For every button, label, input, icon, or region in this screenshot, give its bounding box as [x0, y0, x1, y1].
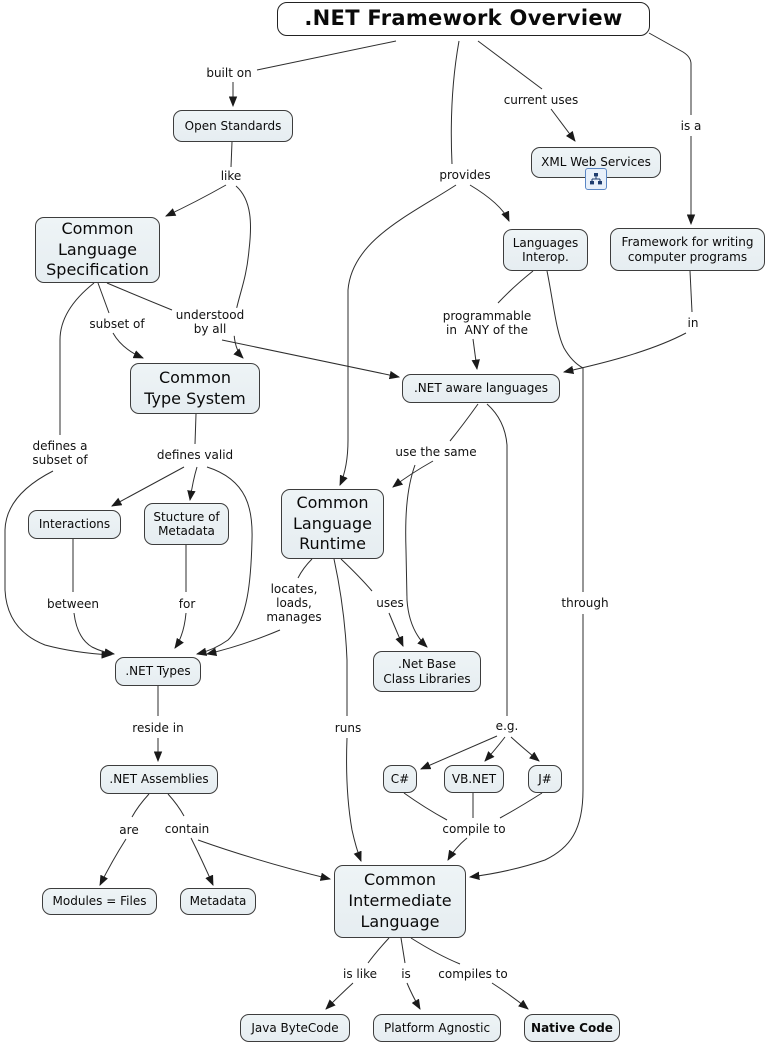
- node-label: Common Type System: [144, 367, 246, 408]
- node-vbnet[interactable]: VB.NET: [444, 765, 504, 793]
- node-label: Common Language Specification: [46, 218, 149, 280]
- node-common-language-specification[interactable]: Common Language Specification: [35, 217, 160, 283]
- node-label: Framework for writing computer programs: [621, 235, 754, 264]
- link-label-built-on[interactable]: built on: [204, 65, 254, 81]
- link-label-are[interactable]: are: [117, 822, 141, 838]
- node-label: J#: [538, 771, 552, 786]
- link-label-reside-in[interactable]: reside in: [130, 720, 186, 736]
- link-label-locates-loads-manages[interactable]: locates, loads, manages: [264, 581, 324, 625]
- title-text: .NET Framework Overview: [304, 6, 623, 31]
- node-label: Languages Interop.: [512, 235, 579, 264]
- node-metadata[interactable]: Metadata: [180, 888, 256, 915]
- node-csharp[interactable]: C#: [383, 765, 417, 793]
- node-label: VB.NET: [451, 771, 497, 786]
- node-label: .NET Assemblies: [109, 772, 209, 787]
- node-label: C#: [390, 771, 410, 786]
- link-label-like[interactable]: like: [218, 168, 244, 184]
- sitemap-icon: [585, 168, 607, 190]
- node-net-types[interactable]: .NET Types: [115, 657, 201, 686]
- link-label-for[interactable]: for: [176, 596, 198, 612]
- node-net-assemblies[interactable]: .NET Assemblies: [100, 765, 218, 794]
- link-label-is-like[interactable]: is like: [341, 966, 379, 982]
- link-label-defines-a-subset-of[interactable]: defines a subset of: [30, 438, 90, 468]
- link-label-runs[interactable]: runs: [332, 720, 364, 736]
- node-label: Open Standards: [184, 118, 282, 133]
- node-platform-agnostic[interactable]: Platform Agnostic: [373, 1014, 501, 1042]
- link-label-use-the-same[interactable]: use the same: [393, 444, 479, 460]
- link-label-understood-by-all[interactable]: understood by all: [173, 307, 247, 337]
- link-label-current-uses[interactable]: current uses: [501, 92, 581, 108]
- node-common-language-runtime[interactable]: Common Language Runtime: [281, 489, 384, 559]
- node-net-aware-languages[interactable]: .NET aware languages: [402, 374, 560, 403]
- node-label: XML Web Services: [541, 155, 651, 170]
- node-label: .NET Types: [125, 664, 191, 679]
- link-label-between[interactable]: between: [45, 596, 101, 612]
- link-label-eg[interactable]: e.g.: [493, 718, 521, 734]
- link-label-uses[interactable]: uses: [374, 595, 406, 611]
- link-label-through[interactable]: through: [559, 595, 611, 611]
- node-label: .NET aware languages: [413, 381, 549, 396]
- node-label: Interactions: [38, 517, 111, 532]
- node-label: Common Language Runtime: [293, 492, 372, 554]
- node-languages-interop[interactable]: Languages Interop.: [503, 229, 588, 271]
- link-label-subset-of[interactable]: subset of: [87, 316, 147, 332]
- link-label-compile-to[interactable]: compile to: [440, 821, 508, 837]
- node-common-intermediate-language[interactable]: Common Intermediate Language: [334, 865, 466, 938]
- link-label-contain[interactable]: contain: [162, 821, 212, 837]
- node-xml-web-services[interactable]: XML Web Services: [531, 147, 661, 190]
- link-label-compiles-to[interactable]: compiles to: [436, 966, 510, 982]
- node-common-type-system[interactable]: Common Type System: [130, 363, 260, 414]
- node-label: Java ByteCode: [251, 1020, 339, 1035]
- node-label: Metadata: [189, 894, 247, 909]
- node-java-bytecode[interactable]: Java ByteCode: [240, 1014, 350, 1042]
- node-title[interactable]: .NET Framework Overview: [277, 2, 650, 36]
- node-framework-for-writing[interactable]: Framework for writing computer programs: [610, 228, 765, 271]
- node-open-standards[interactable]: Open Standards: [173, 110, 293, 142]
- node-label: .Net Base Class Libraries: [383, 657, 471, 686]
- link-label-defines-valid[interactable]: defines valid: [154, 447, 236, 463]
- link-label-in[interactable]: in: [685, 315, 701, 331]
- node-label: Modules = Files: [52, 894, 147, 909]
- node-label: Native Code: [531, 1020, 613, 1035]
- node-interactions[interactable]: Interactions: [28, 510, 121, 539]
- link-label-is-a[interactable]: is a: [678, 118, 704, 134]
- node-structure-of-metadata[interactable]: Stucture of Metadata: [144, 503, 229, 545]
- node-net-base-class-libraries[interactable]: .Net Base Class Libraries: [373, 651, 481, 692]
- node-native-code[interactable]: Native Code: [524, 1014, 620, 1042]
- node-label: Stucture of Metadata: [153, 509, 220, 538]
- link-label-provides[interactable]: provides: [437, 167, 493, 183]
- link-label-programmable[interactable]: programmable in ANY of the: [440, 308, 534, 338]
- link-label-is[interactable]: is: [399, 966, 413, 982]
- node-label: Platform Agnostic: [383, 1020, 491, 1035]
- node-jsharp[interactable]: J#: [528, 765, 562, 793]
- node-modules-files[interactable]: Modules = Files: [42, 888, 157, 915]
- node-label: Common Intermediate Language: [348, 870, 452, 931]
